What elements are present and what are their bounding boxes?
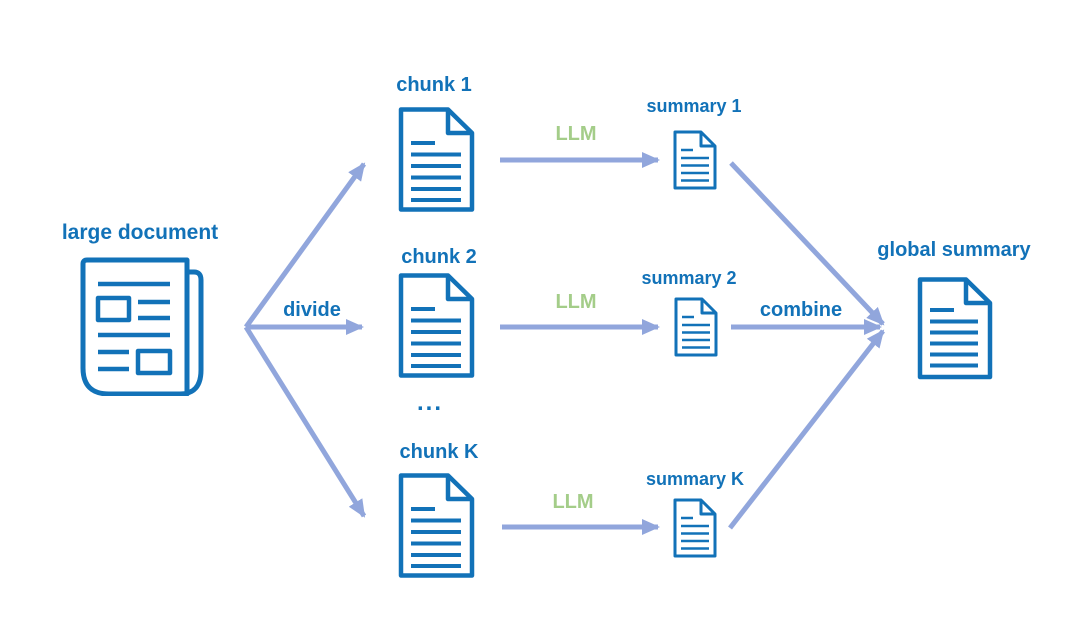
large-document-label: large document xyxy=(61,221,219,244)
divide-arrow-top xyxy=(243,162,367,329)
chunk-2-icon xyxy=(398,273,475,378)
chunk-k-label: chunk K xyxy=(399,441,479,463)
divide-label: divide xyxy=(283,299,341,321)
global-summary-label: global summary xyxy=(877,239,1031,261)
combine-label: combine xyxy=(759,299,843,321)
global-summary-icon xyxy=(917,277,993,380)
summary-1-label: summary 1 xyxy=(646,96,742,116)
llm-label-3: LLM xyxy=(552,491,594,513)
summary-1-icon xyxy=(673,130,717,190)
divide-arrow-bottom xyxy=(243,325,367,518)
summary-k-label: summary K xyxy=(645,469,745,489)
summary-2-label: summary 2 xyxy=(641,268,737,288)
summary-k-icon xyxy=(673,498,717,558)
large-document-icon xyxy=(70,256,206,396)
summary-2-icon xyxy=(674,297,718,357)
combine-arrow-top xyxy=(729,161,885,326)
chunk-k-icon xyxy=(398,473,475,578)
chunk-1-label: chunk 1 xyxy=(396,74,472,96)
llm-label-1: LLM xyxy=(555,123,597,145)
chunks-ellipsis: ... xyxy=(416,389,443,416)
chunk-2-label: chunk 2 xyxy=(401,246,477,268)
chunk-1-icon xyxy=(398,107,475,212)
combine-arrow-bottom xyxy=(728,329,885,530)
llm-label-2: LLM xyxy=(555,291,597,313)
